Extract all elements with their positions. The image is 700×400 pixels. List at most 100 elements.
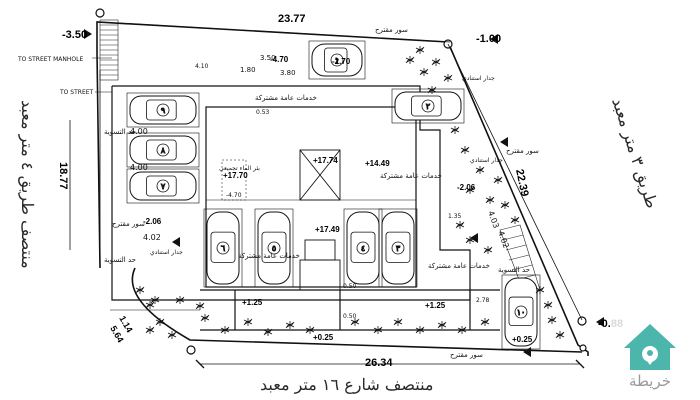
- watermark-label: خريطة: [628, 372, 672, 390]
- label-to-street: TO STREET: [59, 89, 94, 96]
- measure-value: 1.80: [240, 66, 256, 74]
- shrub-symbol: [547, 316, 557, 324]
- shrub-symbol: [145, 326, 155, 334]
- map-pin-house-icon: [624, 324, 676, 370]
- label-grading-limit: حد التسوية: [498, 266, 530, 274]
- parking-car: ٢: [391, 88, 465, 124]
- parking-number: ٩: [161, 106, 165, 115]
- label-proposed-wall: سور مقترح: [112, 220, 145, 228]
- measure-value: 0.53: [256, 109, 270, 116]
- shrub-symbol: [135, 286, 145, 294]
- parking-car: ٩: [126, 92, 200, 128]
- measure-value: 3.50: [260, 54, 276, 62]
- watermark-badge: خريطة: [610, 314, 690, 394]
- street-right: طريق ٣ متر معبد: [608, 95, 662, 210]
- parking-car: ٧: [126, 168, 200, 204]
- level-value: +17.70: [223, 171, 248, 180]
- parking-car: ٤: [343, 208, 383, 288]
- shrub-symbol: [465, 186, 475, 194]
- parking-number-circle: [216, 241, 230, 255]
- parking-number: ٧: [161, 182, 166, 191]
- shrub-symbol: [455, 221, 465, 229]
- shrub-symbol: [427, 86, 437, 94]
- property-boundary: [96, 21, 589, 356]
- label-shared-services: خدمات عامة مشتركة: [255, 94, 317, 102]
- shrub-symbol: [415, 326, 425, 334]
- level-value: +0.25: [512, 335, 533, 344]
- shrub-symbol: [443, 74, 453, 82]
- shrub-symbol: [419, 68, 429, 76]
- level-value: -4.70: [226, 192, 242, 199]
- parking-car: ٦: [203, 208, 243, 288]
- level-value: +0.25: [313, 333, 334, 342]
- shrub-symbol: [220, 326, 230, 334]
- level-value: +17.74: [313, 156, 338, 165]
- street-left: منتصف طريق ٤ متر معبد: [18, 100, 37, 269]
- dim-right: 22.39: [513, 168, 530, 197]
- parking-number: ٦: [221, 244, 225, 253]
- level-values: -3.50 -1.00 -0.88 -4.70 -2.70 -2.06 -2.0…: [62, 29, 623, 344]
- parking-number-circle: [421, 99, 435, 113]
- label-retaining-wall: جدار استنادي: [462, 75, 495, 82]
- parking-number-circle: [156, 143, 170, 157]
- shrub-symbol: [450, 126, 460, 134]
- shrub-symbol: [493, 176, 503, 184]
- entry-stair: [99, 19, 119, 81]
- parking-number-circle: [356, 241, 370, 255]
- parking-number-circle: [267, 241, 281, 255]
- boundary-corner-markers: [95, 8, 587, 355]
- label-grading-limit: حد التسوية: [104, 128, 136, 136]
- label-proposed-wall: سور مقترح: [506, 147, 539, 155]
- parking-car: ٨: [126, 132, 200, 168]
- dim-left: 18.77: [57, 162, 69, 190]
- measure-value: 4.10: [195, 63, 209, 70]
- shrub-symbol: [393, 318, 403, 326]
- shrub-symbol: [431, 58, 441, 66]
- shrub-symbol: [555, 331, 565, 339]
- label-retaining-wall: جدار استنادي: [470, 157, 503, 164]
- parking-car: ٣: [378, 208, 418, 288]
- parking-number-circle: [156, 179, 170, 193]
- shrub-symbol: [243, 318, 253, 326]
- measure-value: 4.00: [130, 127, 148, 136]
- shrub-symbol: [483, 246, 493, 254]
- label-grading-limit: حد التسوية: [104, 256, 136, 264]
- level-value: +17.49: [315, 225, 340, 234]
- street-bottom: منتصف شارع ١٦ متر معبد: [260, 375, 434, 394]
- water-well-outline: [221, 159, 247, 201]
- parking-number-circle: [156, 103, 170, 117]
- parking-number: ٢: [426, 102, 430, 111]
- shrub-symbol: [485, 196, 495, 204]
- shrub-symbol: [305, 326, 315, 334]
- parking-number-circle: [514, 305, 528, 319]
- level-value: -2.70: [332, 57, 351, 66]
- shrub-symbol: [500, 201, 510, 209]
- shrub-symbol: [415, 46, 425, 54]
- measure-value: 2.78: [476, 297, 490, 304]
- dimension-lines: [69, 21, 583, 365]
- parking-car: ١: [308, 40, 366, 80]
- shrub-symbol: [155, 318, 165, 326]
- shrub-symbol: [373, 326, 383, 334]
- label-shared-services: خدمات عامة مشتركة: [380, 172, 442, 180]
- parking-number: ١٠: [517, 308, 526, 317]
- measure-value: 4.02: [143, 233, 161, 242]
- shrub-symbol: [437, 321, 447, 329]
- dimension-ticks: [195, 359, 585, 369]
- level-value: +1.25: [425, 301, 446, 310]
- label-water-well: بئر الماء تجميعي: [219, 165, 260, 172]
- measure-value: 4.02: [496, 230, 511, 250]
- parking-number: ٤: [361, 244, 365, 253]
- measure-value: 4.03: [486, 210, 501, 230]
- parking-number: ٨: [161, 146, 166, 155]
- shrub-symbol: [535, 286, 545, 294]
- measure-value: 3.80: [280, 69, 296, 77]
- shrub-symbol: [460, 146, 470, 154]
- shrub-symbol: [145, 301, 155, 309]
- label-shared-services: خدمات عامة مشتركة: [238, 252, 300, 260]
- shrub-symbol: [167, 331, 177, 339]
- label-to-manhole: TO STREET MANHOLE: [17, 56, 83, 63]
- parking-number-circle: [391, 241, 405, 255]
- shrub-symbol: [510, 216, 520, 224]
